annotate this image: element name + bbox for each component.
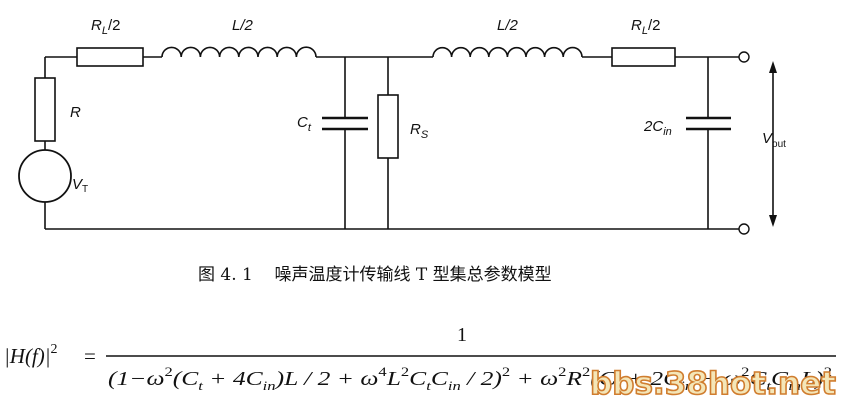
resistor-rl-right [611, 47, 676, 67]
figure-caption: 图 4. 1 噪声温度计传输线 T 型集总参数模型 [198, 265, 552, 285]
vout-arrow-head-up [769, 61, 777, 73]
label-rl-right: RL/2 [631, 17, 660, 37]
formula-lhs: |H(f)|2 [4, 342, 58, 368]
output-terminal-top [738, 51, 750, 63]
label-l-right: L/2 [497, 17, 519, 34]
label-vout: Vout [762, 130, 786, 150]
resistor-rs [377, 94, 399, 159]
component-labels: RL/2 L/2 R VT Ct RS L/2 RL/2 2Cin Vout [70, 17, 786, 195]
voltage-source-vt [18, 149, 72, 203]
formula-equals: = [84, 344, 96, 368]
inductor-l-right [432, 46, 583, 58]
watermark: bbs.38hot.net [590, 366, 836, 402]
label-rs: RS [410, 121, 429, 141]
resistor-r-source [34, 77, 56, 142]
output-terminal-bottom [738, 223, 750, 235]
circuit-diagram [18, 46, 777, 235]
label-l-left: L/2 [232, 17, 254, 34]
label-ct: Ct [297, 114, 312, 134]
resistor-rl-left [76, 47, 144, 67]
formula-numerator: 1 [457, 324, 467, 346]
label-rl-left: RL/2 [91, 17, 120, 37]
inductor-l-left [161, 46, 317, 58]
label-vt: VT [72, 176, 88, 195]
vout-arrow-head-down [769, 215, 777, 227]
label-r-source: R [70, 104, 81, 121]
label-2cin: 2Cin [643, 118, 672, 138]
